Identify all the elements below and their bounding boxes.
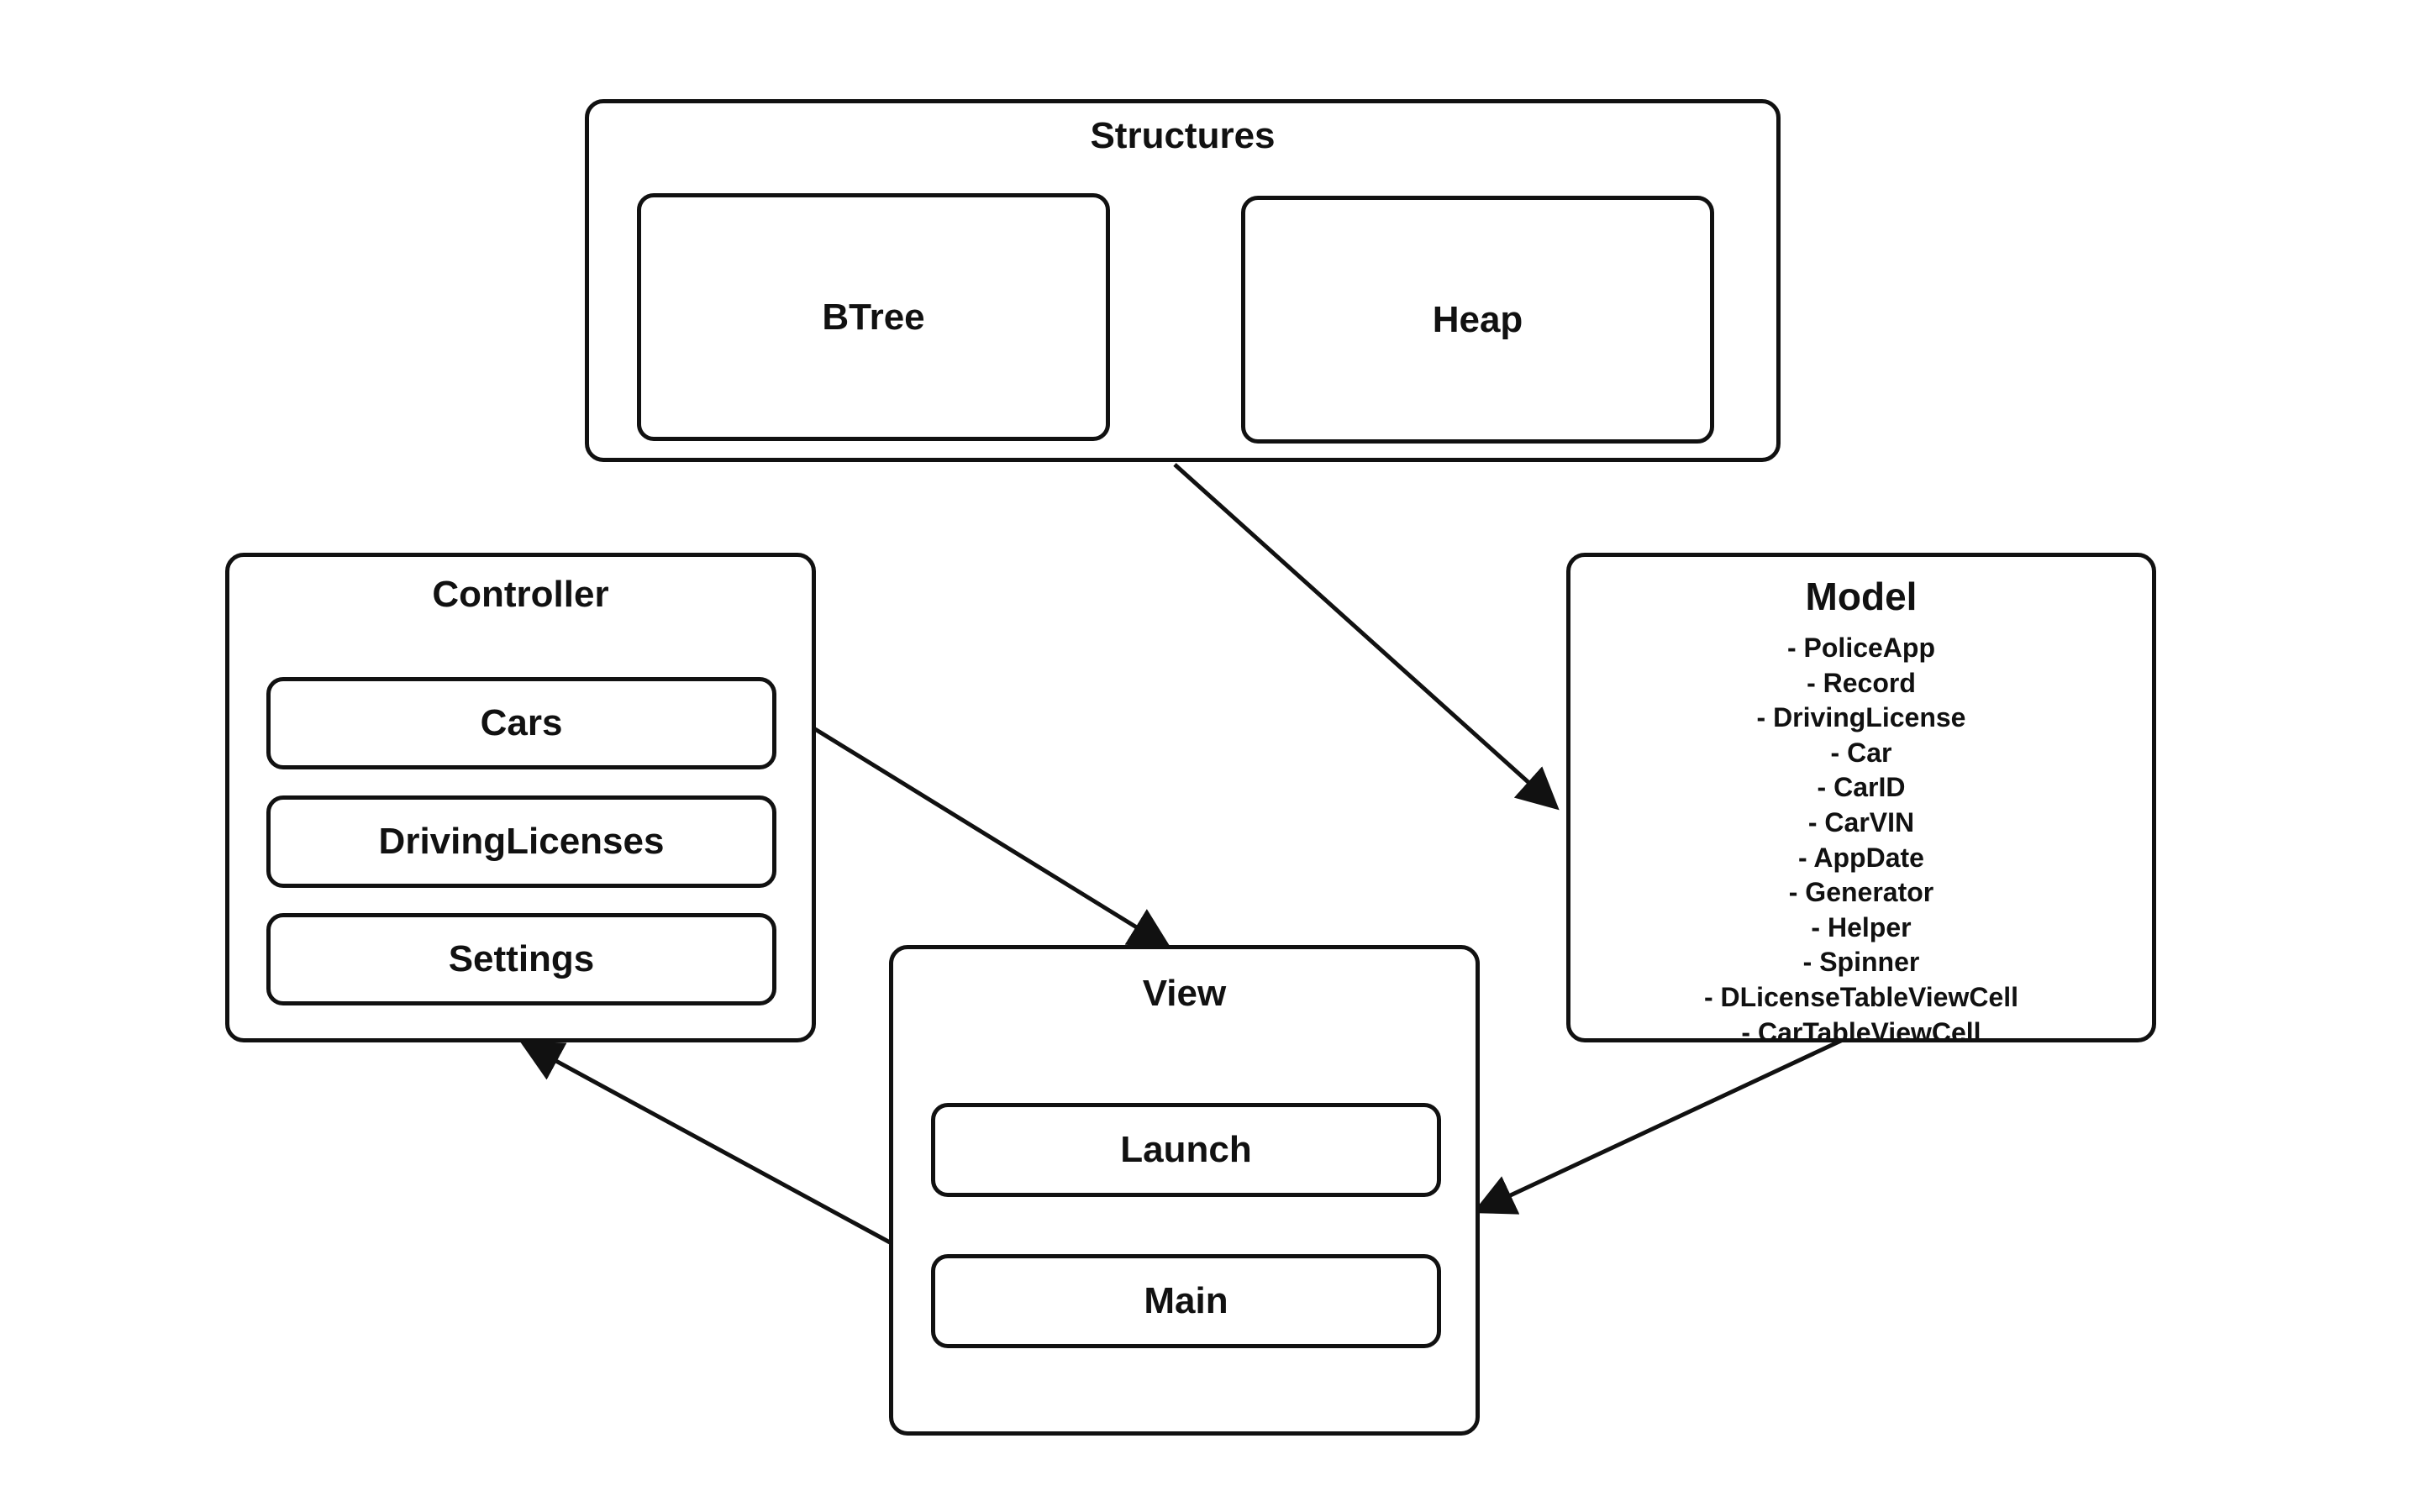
arrow-controller-to-view (813, 727, 1172, 949)
view-item-main: Main (931, 1254, 1441, 1348)
structures-box: Structures BTree Heap (585, 99, 1781, 462)
model-list-item: - Generator (1788, 877, 1934, 908)
controller-box: Controller Cars DrivingLicenses Settings (225, 553, 816, 1042)
model-title: Model (1805, 575, 1918, 618)
view-box: View Launch Main (889, 945, 1480, 1436)
structures-item-btree: BTree (637, 193, 1110, 441)
model-list-item: - Helper (1811, 911, 1912, 942)
model-list-item: - PoliceApp (1786, 633, 1935, 663)
controller-item-settings: Settings (266, 913, 776, 1005)
structures-item-heap: Heap (1241, 196, 1714, 444)
arrow-structures-to-model (1173, 463, 1560, 811)
controller-title: Controller (432, 574, 609, 615)
arrow-view-to-controller (519, 1041, 892, 1245)
model-list-item: - Record (1807, 667, 1916, 698)
model-class-list: - PoliceApp - Record - DrivingLicense - … (1570, 631, 2152, 1050)
arrow-model-to-view (1472, 1037, 1844, 1215)
controller-item-cars: Cars (266, 677, 776, 769)
view-title: View (1142, 973, 1227, 1014)
model-box: Model - PoliceApp - Record - DrivingLice… (1566, 553, 2156, 1047)
view-item-launch: Launch (931, 1103, 1441, 1197)
model-list-item: - Car (1830, 737, 1892, 768)
model-list-item: - CarTableViewCell (1741, 1016, 1981, 1047)
controller-item-drivinglicenses: DrivingLicenses (266, 795, 776, 888)
model-list-item: - AppDate (1798, 842, 1924, 873)
structures-title: Structures (1090, 115, 1276, 156)
model-list-item: - CarVIN (1807, 806, 1915, 837)
model-list-item: - DLicenseTableViewCell (1703, 981, 2019, 1012)
model-list-item: - Spinner (1802, 947, 1920, 978)
model-list-item: - DrivingLicense (1756, 702, 1966, 733)
model-list-item: - CarID (1817, 772, 1906, 803)
